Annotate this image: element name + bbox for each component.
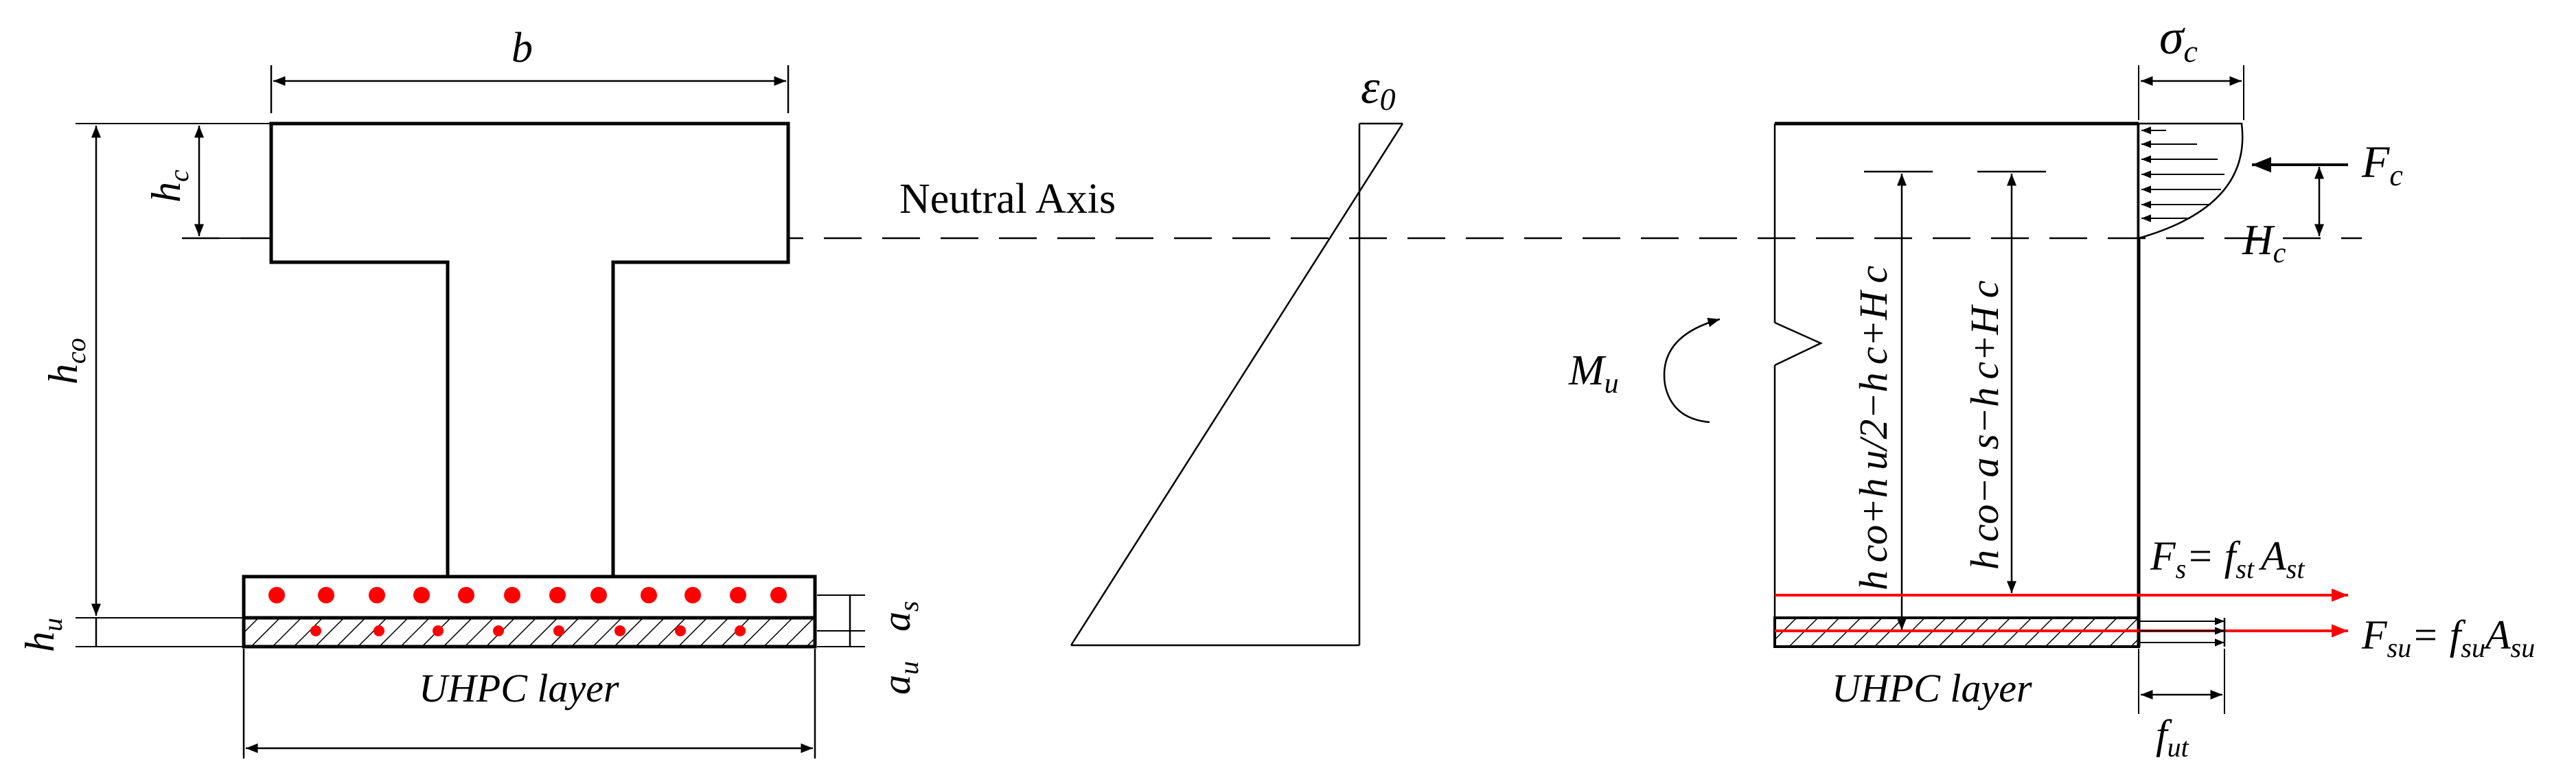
- label-a-u: au: [874, 661, 924, 695]
- uhpc-layer-left: [242, 616, 817, 649]
- neutral-axis-label: Neutral Axis: [899, 176, 1116, 222]
- label-H-c: Hc: [2242, 217, 2286, 269]
- label-f-ut: fut: [2156, 712, 2189, 763]
- moment-mu: Mu: [1568, 317, 1721, 424]
- label-b: b: [511, 25, 533, 71]
- t-beam-section: [242, 122, 817, 649]
- strain-diagram: [1070, 122, 1404, 647]
- dimension-sigma-c: σc: [2138, 10, 2244, 120]
- dimension-b: b: [270, 25, 790, 113]
- label-sigma-c: σc: [2159, 10, 2198, 69]
- label-epsilon-0: ε0: [1361, 61, 1396, 117]
- uhpc-layer-label-left: UHPC layer: [419, 666, 619, 710]
- dimension-f-ut: fut: [2138, 649, 2225, 763]
- steel-rebars: [268, 587, 787, 603]
- lever-arm-1: h co+h u/2−h c+H c: [1851, 170, 1933, 630]
- label-F-su-equation: Fsu= fsuAsu: [2361, 612, 2535, 663]
- label-lever-arm-2: h co−a s−h c+H c: [1962, 280, 2007, 570]
- stress-block-section: [1773, 122, 2141, 648]
- uhpc-layer-label-right: UHPC layer: [1832, 666, 2032, 710]
- dimension-h-co: hco hu: [17, 123, 271, 652]
- lever-arm-2: h co−a s−h c+H c: [1962, 170, 2046, 593]
- compressive-stress-block: [2137, 122, 2244, 240]
- label-h-c: hc: [143, 170, 194, 203]
- dimension-h-c: hc: [143, 126, 271, 239]
- dimension-H-c: Hc: [2242, 167, 2324, 269]
- label-M-u: Mu: [1568, 347, 1619, 400]
- uhpc-tension-block: [2139, 617, 2226, 647]
- dimension-bottom-width: [242, 649, 816, 759]
- label-a-s: as: [874, 601, 924, 632]
- label-h-u: hu: [17, 618, 68, 652]
- uhpc-rebars: [310, 625, 746, 636]
- dimension-a-s-a-u: as au: [817, 594, 924, 695]
- label-lever-arm-1: h co+h u/2−h c+H c: [1851, 266, 1896, 590]
- label-F-c: Fc: [2361, 137, 2403, 192]
- label-h-co: hco: [41, 338, 91, 384]
